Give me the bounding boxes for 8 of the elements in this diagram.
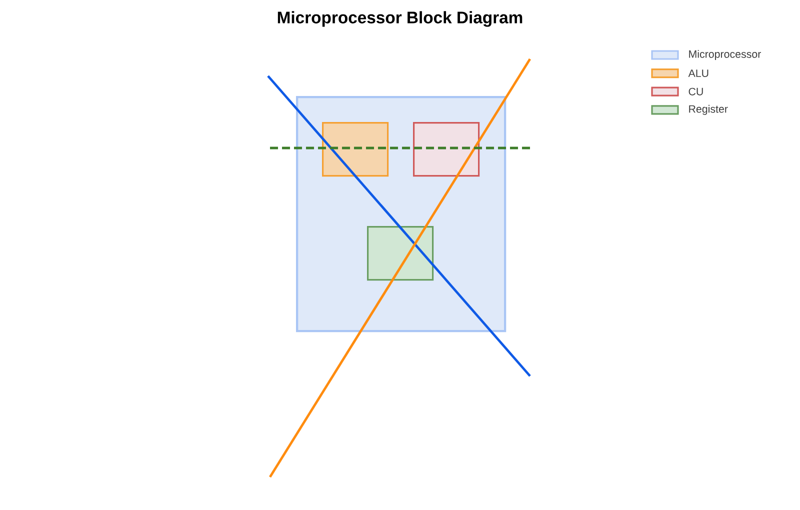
legend-label: ALU — [688, 70, 708, 78]
legend-label: Register — [689, 104, 728, 115]
chart-title: Microprocessor Block Diagram — [278, 11, 522, 27]
legend-label: CU — [688, 88, 703, 96]
block-rectangle — [413, 122, 480, 177]
block-rectangle — [367, 226, 434, 281]
block-rectangle — [322, 122, 389, 177]
legend-label: Microprocessor — [689, 50, 761, 60]
